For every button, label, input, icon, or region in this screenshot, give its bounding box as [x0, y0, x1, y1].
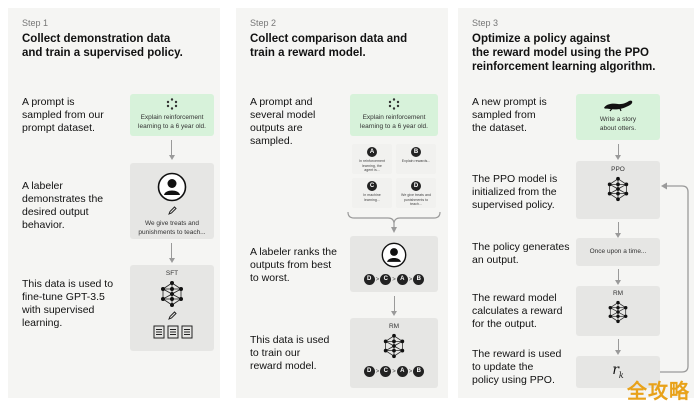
- connector: [617, 222, 619, 234]
- rank-badge: B: [413, 366, 425, 377]
- ranking-row: D>C>A>B: [350, 366, 438, 377]
- rm-label: RM: [612, 290, 624, 297]
- connector: [617, 269, 619, 281]
- step3-rm-card: RM: [576, 286, 660, 336]
- pencil-icon: [168, 206, 177, 215]
- step3-ppo-card: PPO: [576, 161, 660, 219]
- step2-label: Step 2: [250, 18, 277, 28]
- sft-label: SFT: [165, 270, 179, 277]
- rank-badge: C: [380, 366, 392, 377]
- neural-network-icon: [607, 176, 629, 202]
- rank-badge: D: [363, 274, 375, 285]
- ppo-label: PPO: [611, 166, 625, 173]
- rank-badge: A: [396, 366, 408, 377]
- loading-icon: [166, 98, 178, 110]
- labeler-person-icon: [157, 172, 187, 202]
- arrow-down-icon: [391, 311, 397, 316]
- loading-icon: [388, 98, 400, 110]
- rank-badge: D: [363, 366, 375, 377]
- arrow-down-icon: [615, 233, 621, 238]
- arrow-down-icon: [168, 155, 175, 160]
- step2-rm-card: RM D>C>A>B: [350, 318, 438, 388]
- connector: [617, 339, 619, 351]
- documents-icon: [153, 325, 193, 339]
- neural-network-icon: [161, 281, 183, 307]
- neural-network-icon: [608, 300, 628, 324]
- rank-badge: A: [396, 274, 408, 285]
- bracket-connector: [347, 211, 441, 233]
- pencil-icon: [168, 311, 177, 320]
- step2-rank-card: D>C>A>B: [350, 236, 438, 292]
- output-card-b: B Explain rewards...: [396, 144, 436, 174]
- rm-label: RM: [388, 323, 400, 330]
- connector: [393, 296, 395, 312]
- step3-reward-card: rk: [576, 356, 660, 388]
- arrow-down-icon: [615, 280, 621, 285]
- arrow-down-icon: [615, 155, 621, 160]
- step1-sft-card: SFT: [130, 265, 214, 351]
- generated-output-text: Once upon a time...: [589, 248, 647, 255]
- neural-network-icon: [383, 333, 405, 359]
- rank-badge: C: [380, 274, 392, 285]
- ranking-row: D>C>A>B: [350, 274, 438, 285]
- arrow-down-icon: [615, 350, 621, 355]
- connector: [171, 140, 173, 156]
- feedback-loop-arrow: [660, 182, 689, 373]
- labeler-person-icon: [381, 242, 407, 268]
- connector: [617, 144, 619, 156]
- rank-badge: B: [413, 274, 425, 285]
- otter-icon: [604, 100, 633, 112]
- step3-label: Step 3: [472, 18, 499, 28]
- arrow-down-icon: [168, 258, 175, 263]
- step1-label: Step 1: [22, 18, 49, 28]
- connector: [171, 243, 173, 259]
- watermark-logo: 全攻略: [627, 381, 690, 403]
- reward-symbol: rk: [612, 362, 624, 380]
- step3-output-card: Once upon a time...: [576, 238, 660, 266]
